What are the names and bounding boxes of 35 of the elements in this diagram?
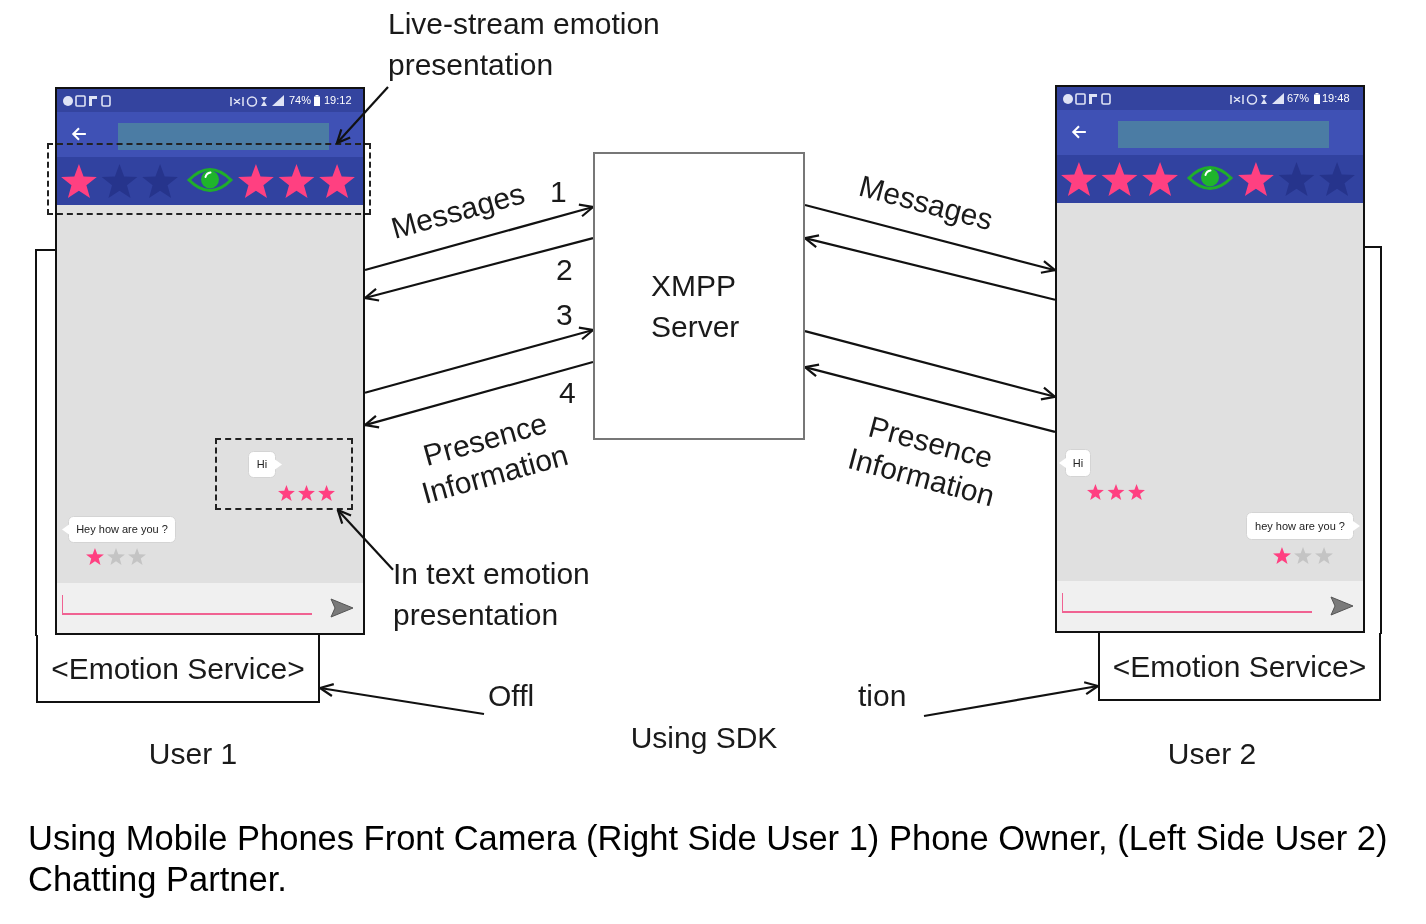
caption: Using Mobile Phones Front Camera (Right Side User 1) Phone Owner, (Left Side User 2) Chatting Partner. (28, 818, 1389, 900)
arrow (803, 363, 1056, 433)
arrow (803, 234, 1056, 301)
status-bar-text: 74% (289, 94, 312, 107)
callout-text: Live-stream emotion presentation (388, 3, 688, 87)
arrow (318, 683, 485, 716)
arrow (364, 203, 595, 272)
user-label: User 2 (1167, 736, 1257, 772)
server-box: XMPP Server (593, 152, 805, 440)
status-bar-text: 19:12 (324, 94, 352, 107)
step-number: 4 (559, 376, 576, 410)
arrow (804, 330, 1057, 401)
arrow (923, 681, 1100, 718)
callout-text: In text emotion presentation (393, 553, 633, 637)
step-number: 3 (556, 298, 573, 332)
phone-screenshot (1055, 85, 1365, 633)
annotation-text: Using SDK (630, 720, 778, 756)
phone-screenshot (55, 87, 365, 635)
service-frame: <Emotion Service> (36, 635, 320, 703)
arrow (804, 203, 1057, 274)
status-bar-text: 67% (1287, 92, 1310, 105)
leader-line (335, 86, 389, 145)
annotation-text: Offl (488, 678, 535, 714)
dashed-highlight-box (215, 438, 353, 510)
annotation-text: tion (858, 678, 907, 714)
user-label: User 1 (148, 736, 238, 772)
arrow (364, 326, 595, 394)
status-bar-text: 19:48 (1322, 92, 1350, 105)
arrow (363, 360, 594, 429)
edge-label: Messages (387, 175, 529, 247)
leader-line (336, 508, 394, 571)
step-number: 1 (550, 175, 567, 209)
service-frame: <Emotion Service> (1098, 633, 1381, 701)
arrow (363, 237, 594, 302)
step-number: 2 (556, 253, 573, 287)
